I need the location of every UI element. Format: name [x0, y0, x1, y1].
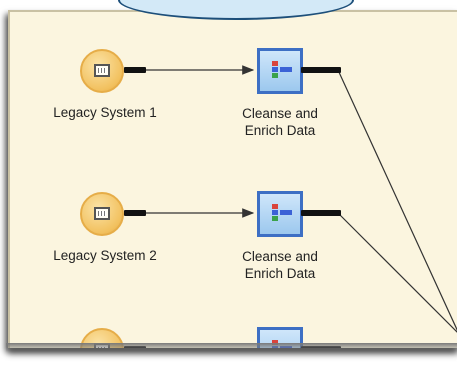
- frame-shadow: [6, 343, 457, 352]
- merge-connector-row2: [337, 212, 457, 333]
- cleanse-enrich-2-label: Cleanse and Enrich Data: [220, 248, 340, 282]
- legacy-system-1-label: Legacy System 1: [53, 105, 157, 120]
- workflow-canvas: Legacy System 1 Cleanse and Enrich Data …: [8, 10, 457, 348]
- cleanse-enrich-2-node[interactable]: [257, 191, 303, 237]
- legacy-system-2-label: Legacy System 2: [53, 248, 157, 263]
- connector-layer: [145, 65, 457, 333]
- legacy-system-icon: [94, 64, 110, 77]
- label-line-1: Cleanse and: [242, 106, 318, 121]
- cleanse-enrich-1-label: Cleanse and Enrich Data: [220, 105, 340, 139]
- output-port[interactable]: [301, 67, 341, 73]
- label-line-1: Cleanse and: [242, 249, 318, 264]
- output-port[interactable]: [301, 210, 341, 216]
- output-port[interactable]: [124, 210, 146, 216]
- cleanse-transform-icon: [272, 204, 278, 222]
- label-line-2: Enrich Data: [244, 266, 316, 281]
- label-line-2: Enrich Data: [244, 123, 316, 138]
- merge-connector-row1: [337, 69, 457, 332]
- cleanse-enrich-1-node[interactable]: [257, 48, 303, 94]
- legacy-system-1-node[interactable]: [80, 49, 124, 93]
- cleanse-transform-icon: [272, 61, 278, 79]
- legacy-system-2-node[interactable]: [80, 192, 124, 236]
- output-port[interactable]: [124, 67, 146, 73]
- legacy-system-icon: [94, 207, 110, 220]
